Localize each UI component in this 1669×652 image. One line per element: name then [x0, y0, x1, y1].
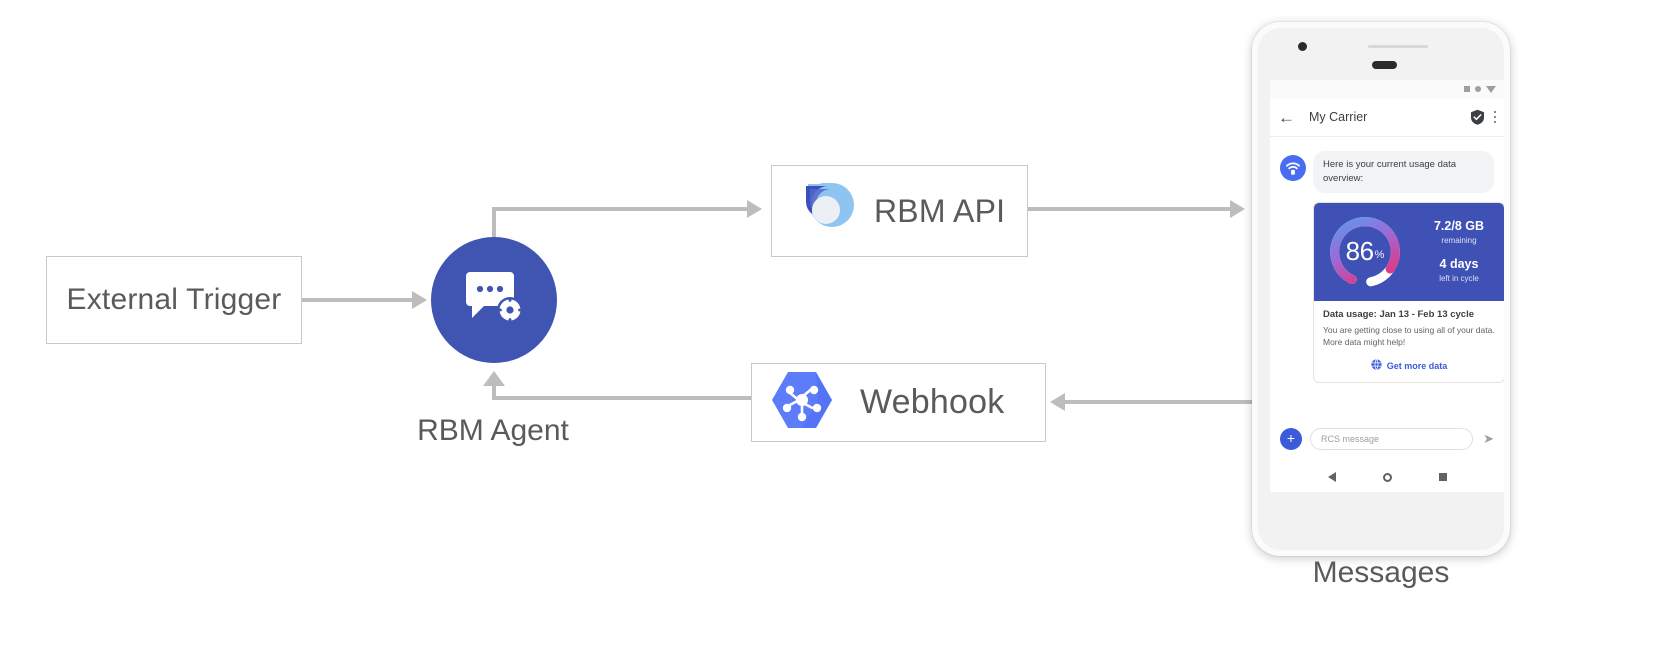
battery-triangle-icon	[1486, 85, 1496, 93]
rcs-message-placeholder: RCS message	[1321, 434, 1380, 444]
external-trigger-label: External Trigger	[66, 283, 282, 316]
connector-trigger-to-agent	[302, 298, 412, 302]
signal-square-icon	[1464, 86, 1470, 92]
stat-data-remaining: 7.2/8 GB remaining	[1433, 219, 1485, 246]
add-attachment-button[interactable]: +	[1280, 428, 1302, 450]
arrowhead-api-to-phone	[1230, 200, 1245, 218]
back-arrow-icon[interactable]: ←	[1278, 107, 1295, 127]
phone-screen: ← My Carrier	[1270, 80, 1504, 492]
get-more-data-label: Get more data	[1386, 361, 1448, 372]
usage-gauge-icon	[1330, 216, 1400, 287]
chat-bubble-gear-icon	[462, 268, 526, 333]
arrowhead-trigger-to-agent	[412, 291, 427, 309]
more-vertical-icon[interactable]	[1493, 110, 1496, 124]
rich-card[interactable]: 86 % 7.2/8 GB remaining 4 days	[1313, 201, 1504, 384]
connector-agent-up	[492, 211, 496, 259]
carrier-wifi-avatar-icon	[1280, 155, 1306, 181]
arrowhead-phone-to-webhook	[1050, 393, 1065, 411]
nav-home-icon[interactable]	[1382, 472, 1392, 482]
gauge-value-group: 86 %	[1324, 211, 1406, 293]
compose-bar: + RCS message ➤	[1270, 420, 1504, 458]
webhook-label: Webhook	[860, 383, 1005, 421]
rbm-api-node[interactable]: RBM API	[771, 165, 1028, 257]
verified-shield-icon	[1470, 109, 1485, 125]
phone-label: Messages	[1312, 556, 1450, 589]
connector-webhook-up	[492, 386, 496, 400]
connector-webhook-to-agent	[492, 396, 754, 400]
send-button[interactable]: ➤	[1483, 431, 1494, 446]
message-row: Here is your current usage data overview…	[1280, 151, 1494, 193]
phone-mockup: ← My Carrier	[1252, 22, 1510, 556]
rcs-message-input[interactable]: RCS message	[1310, 428, 1474, 450]
connector-agent-to-api	[492, 207, 747, 211]
gauge-value: 86	[1345, 236, 1374, 267]
rich-card-description: You are getting close to using all of yo…	[1323, 324, 1495, 348]
phone-body: ← My Carrier	[1258, 28, 1504, 550]
rich-card-hero: 86 % 7.2/8 GB remaining 4 days	[1314, 202, 1504, 301]
hero-stats: 7.2/8 GB remaining 4 days left in cycle	[1414, 203, 1504, 301]
stat-value: 7.2/8 GB	[1433, 219, 1485, 234]
conversation-title: My Carrier	[1309, 110, 1368, 124]
globe-icon	[1371, 357, 1382, 375]
connector-phone-to-webhook	[1058, 400, 1254, 404]
webhook-hexagon-nodes-icon	[766, 366, 838, 439]
arrowhead-webhook-to-agent	[483, 371, 505, 386]
stat-value: 4 days	[1439, 257, 1479, 272]
connector-api-to-phone	[1028, 207, 1238, 211]
app-bar: ← My Carrier	[1270, 98, 1504, 137]
android-nav-bar	[1270, 462, 1504, 492]
rich-card-title: Data usage: Jan 13 - Feb 13 cycle	[1323, 308, 1475, 320]
wifi-dot-icon	[1475, 86, 1481, 92]
gauge-unit: %	[1374, 249, 1385, 262]
nav-recents-icon[interactable]	[1438, 473, 1447, 481]
arrowhead-agent-to-api	[747, 200, 762, 218]
rbm-agent-node[interactable]	[431, 237, 557, 363]
stat-caption: left in cycle	[1439, 273, 1479, 283]
rich-card-body: Data usage: Jan 13 - Feb 13 cycle You ar…	[1314, 301, 1504, 383]
rbm-api-label: RBM API	[874, 192, 1006, 229]
stat-days-left: 4 days left in cycle	[1439, 257, 1479, 283]
earpiece-speaker	[1372, 61, 1397, 69]
webhook-node[interactable]: Webhook	[751, 363, 1046, 442]
incoming-message-bubble: Here is your current usage data overview…	[1313, 151, 1494, 193]
status-bar	[1270, 80, 1504, 98]
get-more-data-button[interactable]: Get more data	[1323, 357, 1495, 375]
stat-caption: remaining	[1441, 236, 1477, 246]
nav-back-icon[interactable]	[1327, 472, 1336, 482]
front-camera-icon	[1298, 42, 1307, 51]
sensor-line	[1368, 45, 1428, 48]
rbm-agent-label: RBM Agent	[417, 414, 569, 447]
external-trigger-node[interactable]: External Trigger	[46, 256, 302, 344]
rbm-droplet-icon	[788, 175, 856, 248]
